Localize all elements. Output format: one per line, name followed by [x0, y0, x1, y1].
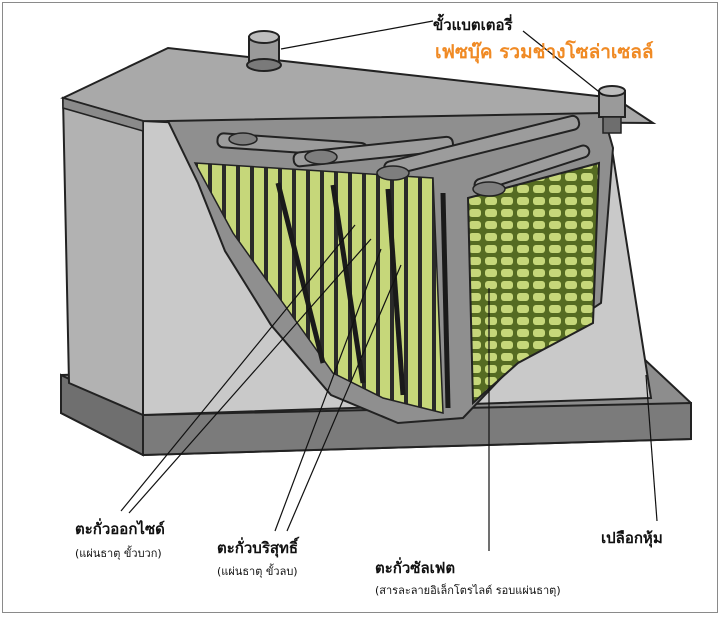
- electrolyte-label: ตะกั่วซัลเฟต: [375, 559, 456, 577]
- casing-left-side: [61, 96, 144, 417]
- positive-plate-sublabel: (แผ่นธาตุ ขั้วบวก): [75, 547, 162, 560]
- terminal-label: ขั้วแบตเตอรี่: [433, 16, 513, 34]
- negative-plate-sublabel: (แผ่นธาตุ ขั้วลบ): [217, 565, 298, 578]
- electrolyte-sublabel: (สารละลายอิเล็กโตรไลต์ รอบแผ่นธาตุ): [375, 584, 561, 597]
- battery-terminal-left: [246, 30, 282, 72]
- casing-label: เปลือกหุ้ม: [601, 529, 663, 547]
- facebook-watermark: เฟซบุ๊ค รวมช่างโซล่าเซลล์: [435, 41, 654, 63]
- negative-plate-label: ตะกั่วบริสุทธิ์: [217, 539, 299, 557]
- battery-lid: [60, 46, 657, 132]
- battery-terminal-right: [598, 85, 626, 134]
- plate-stack: [193, 162, 444, 414]
- cutaway-section: [166, 111, 615, 425]
- grid-plate: [466, 161, 601, 406]
- positive-plate-label: ตะกั่วออกไซด์: [75, 520, 165, 538]
- battery-cutaway-illustration: [60, 20, 692, 551]
- leader-lines: [120, 20, 658, 551]
- diagram-frame: ขั้วแบตเตอรี่ เฟซบุ๊ค รวมช่างโซล่าเซลล์ …: [2, 2, 718, 613]
